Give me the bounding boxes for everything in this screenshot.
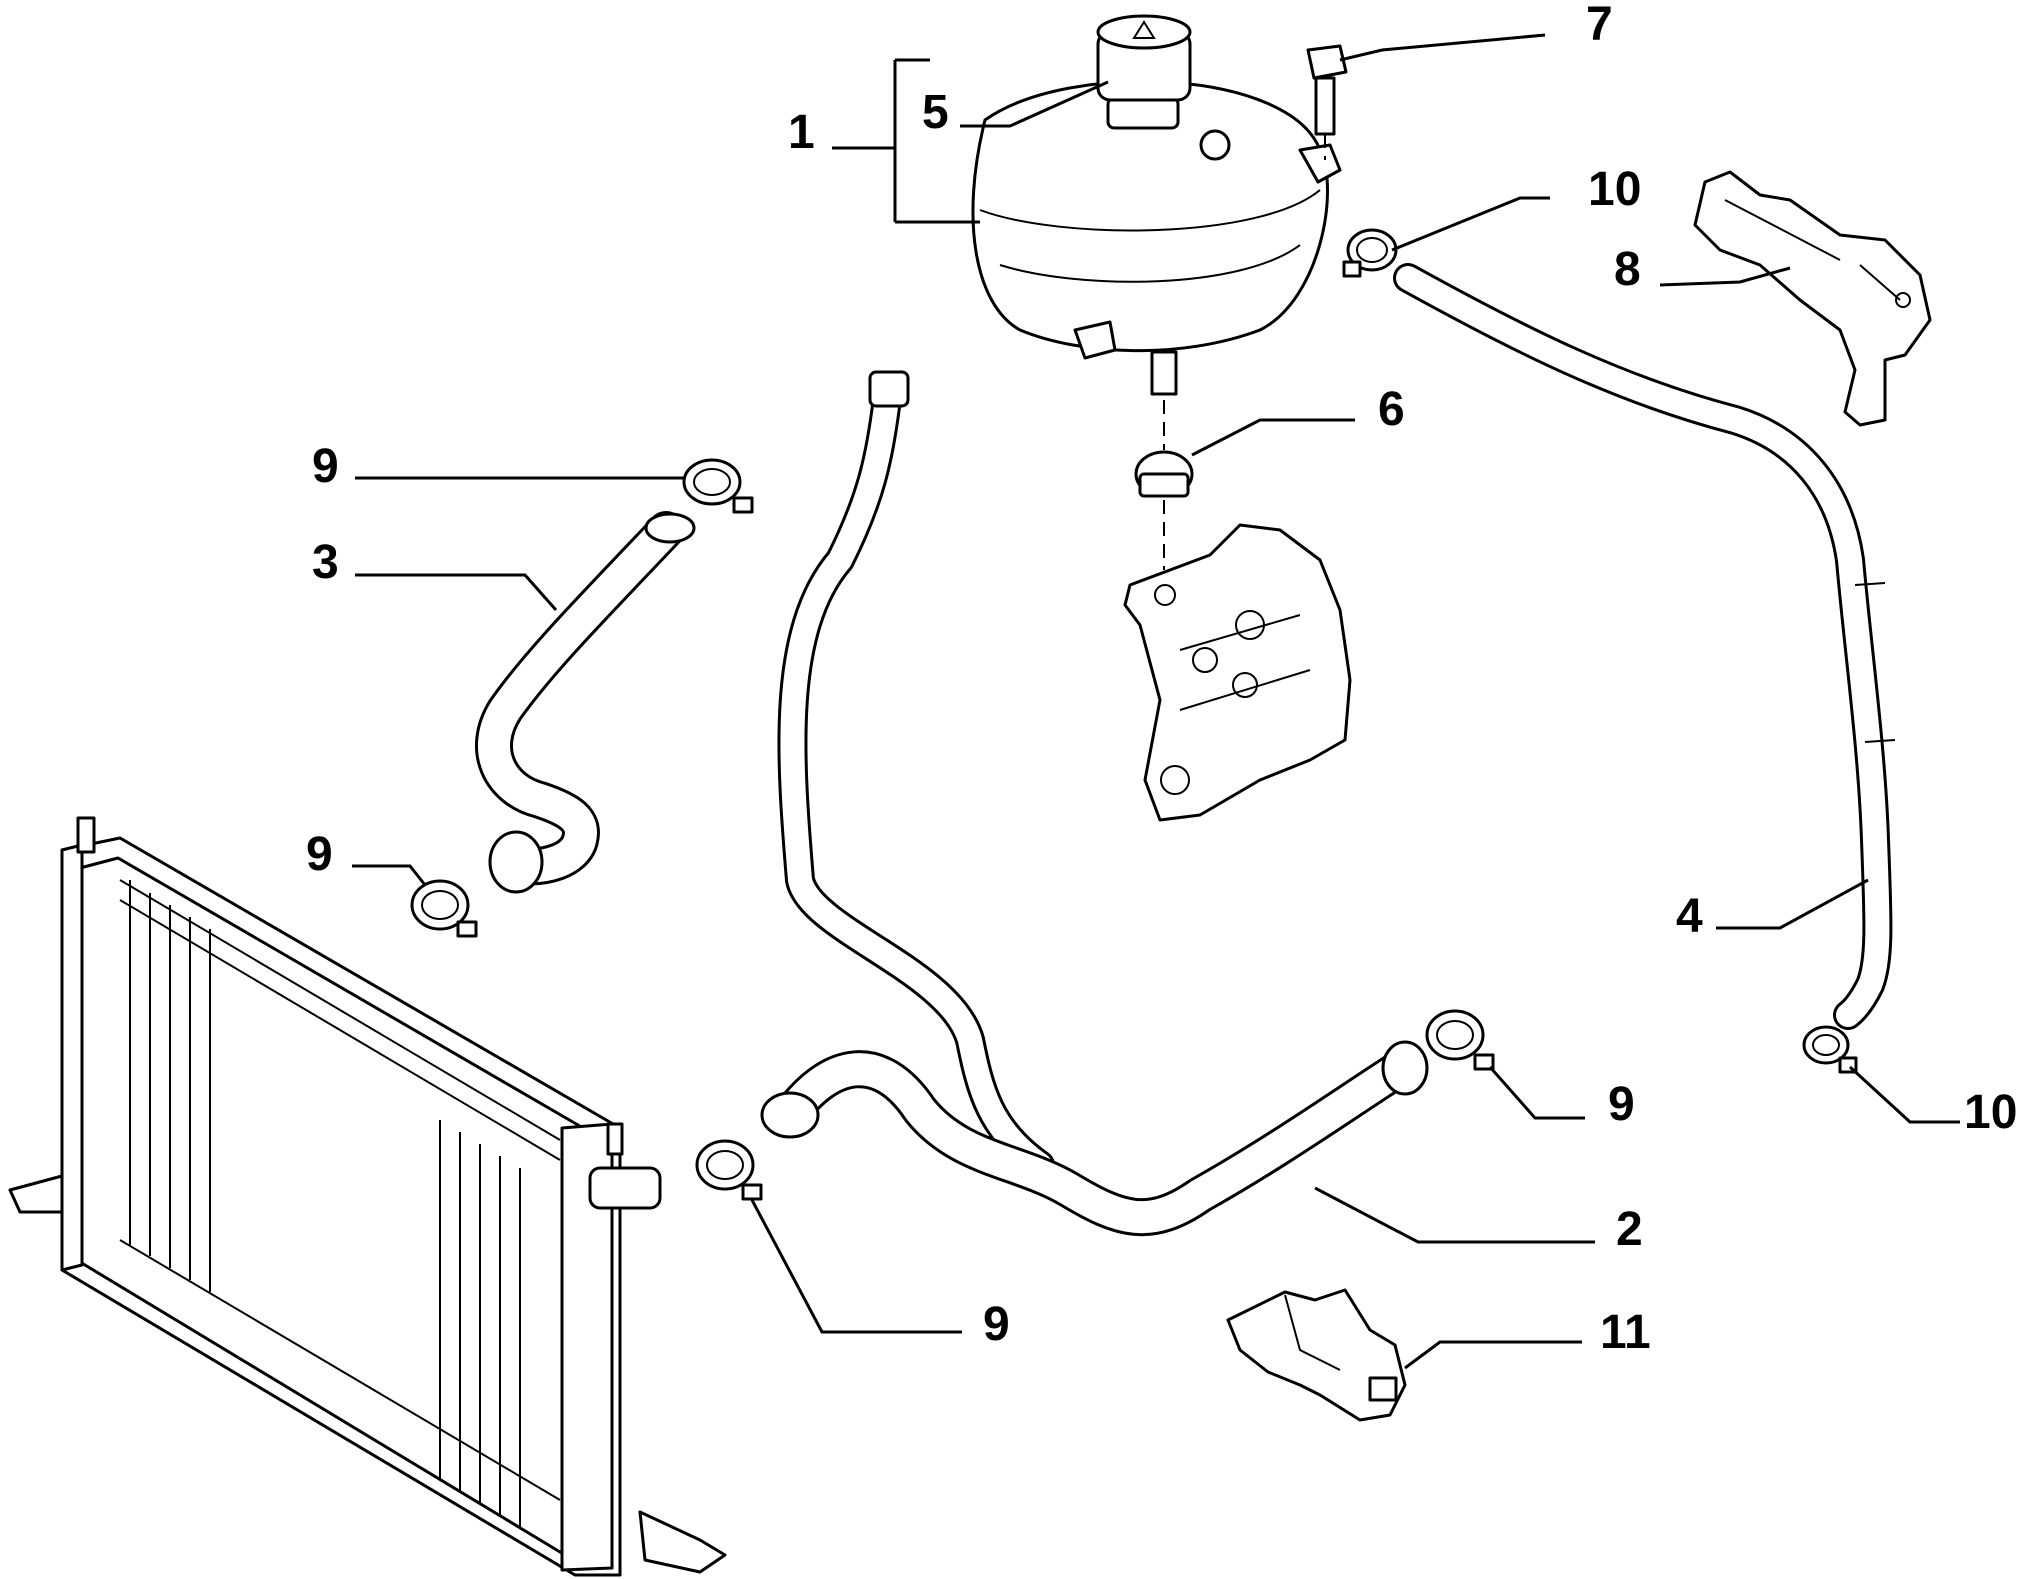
- callout-4: 4: [1676, 890, 1703, 943]
- radiator-bottom-bracket: [638, 1510, 727, 1574]
- leader-8: [1659, 266, 1791, 287]
- radiator-outlet-pipe: [588, 1166, 662, 1210]
- callout-10-top: 10: [1588, 163, 1641, 216]
- leader-7: [1339, 33, 1546, 62]
- expansion-tank-outlet-spigot: [1150, 350, 1178, 396]
- hose-clamp-9-left: [410, 879, 478, 938]
- pressure-cap: [1096, 14, 1192, 130]
- callout-labels: 1 2 3 4 5 6 7 8 9 9 9 9 10 10 11: [306, 0, 2017, 1359]
- hose-clamp-10-top: [1342, 228, 1398, 278]
- expansion-tank-lug: [1298, 143, 1342, 184]
- bolt: [1306, 44, 1348, 160]
- expansion-tank: [971, 79, 1342, 396]
- radiator-right-tank: [560, 1122, 614, 1572]
- leader-9-left: [352, 864, 427, 886]
- leader-3: [355, 573, 558, 611]
- leader-9-bottom: [750, 1199, 962, 1334]
- hose-support-bracket: [1693, 170, 1932, 427]
- rubber-grommet: [1134, 400, 1194, 570]
- callout-5: 5: [922, 86, 949, 139]
- leader-4: [1716, 878, 1869, 930]
- callout-2: 2: [1616, 1203, 1643, 1256]
- leader-5: [960, 80, 1109, 128]
- callout-9-bottom: 9: [983, 1298, 1010, 1351]
- hose-clamp-9-lower-left: [695, 1139, 763, 1201]
- radiator: [8, 816, 727, 1577]
- hose-clamp-9-right: [1425, 1009, 1495, 1071]
- sensor-threaded-tip: [1368, 1376, 1398, 1402]
- radiator-right-bleed-nipple: [606, 1122, 624, 1156]
- radiator-core-fins: [119, 879, 561, 1528]
- callout-9-top: 9: [312, 440, 339, 493]
- radiator-left-bracket: [8, 1174, 64, 1214]
- callout-3: 3: [312, 536, 339, 589]
- callout-7: 7: [1586, 0, 1613, 51]
- leader-11: [1404, 1340, 1582, 1370]
- leader-6: [1191, 418, 1355, 457]
- expansion-tank-bottom-lug: [1073, 320, 1117, 360]
- coolant-sensor-with-bracket: [1226, 1288, 1407, 1422]
- hose-3: [475, 511, 696, 894]
- leader-2: [1314, 1186, 1595, 1244]
- leader-9-right: [1488, 1066, 1585, 1120]
- callout-11: 11: [1600, 1306, 1651, 1359]
- callout-9-left: 9: [306, 828, 333, 881]
- callout-9-right: 9: [1608, 1078, 1635, 1131]
- hose-clamp-10-bottom: [1802, 1025, 1858, 1074]
- hose-4: [1393, 263, 1896, 1030]
- leader-10-top: [1391, 196, 1550, 252]
- leader-1: [832, 58, 980, 224]
- callout-6: 6: [1378, 383, 1405, 436]
- cap-warning-triangle-icon: [1132, 20, 1156, 39]
- tank-mounting-bracket: [1123, 523, 1352, 822]
- leader-10-bottom: [1848, 1065, 1960, 1124]
- hose-2: [760, 370, 1429, 1237]
- radiator-top-bleed-nipple: [76, 816, 96, 854]
- callout-1: 1: [788, 106, 815, 159]
- callout-10-bottom: 10: [1964, 1086, 2017, 1139]
- callout-8: 8: [1614, 243, 1641, 296]
- hose-clamp-9-top: [682, 458, 754, 514]
- expansion-tank-vent-nipple: [1199, 129, 1231, 161]
- radiator-left-tank: [60, 843, 84, 1272]
- leader-lines: [352, 33, 1960, 1370]
